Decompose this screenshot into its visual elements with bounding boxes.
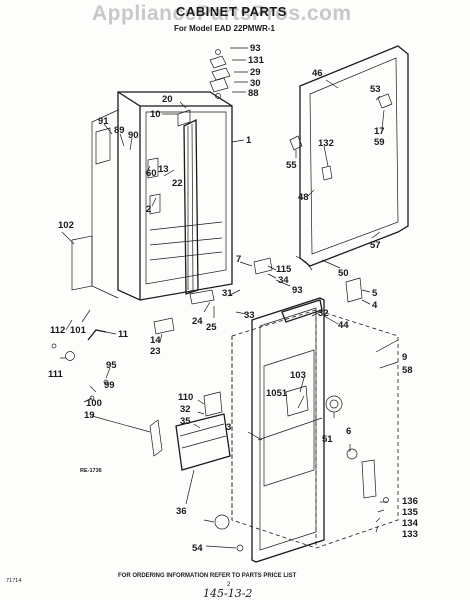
door-assembly [231, 277, 399, 563]
part-label: 95 [106, 360, 117, 371]
part-label: 134 [402, 518, 419, 529]
part-label: 55 [286, 160, 297, 171]
part-label: 5 [372, 288, 378, 299]
part-label: 44 [338, 320, 349, 331]
part-label: 7 [236, 254, 241, 265]
left-code: 71714 [6, 578, 22, 584]
part-label: 58 [402, 365, 413, 376]
part-label: 111 [48, 369, 64, 380]
part-label: 131 [248, 55, 265, 66]
part-label: 25 [206, 322, 217, 333]
part-label: 89 [114, 125, 125, 136]
part-label: 99 [104, 380, 115, 391]
part-label: 132 [318, 138, 334, 149]
watermark: AppliancePartsPros.com [92, 2, 352, 25]
page-number: 2 [227, 582, 231, 588]
part-label: 50 [338, 268, 349, 279]
part-label: 115 [276, 264, 292, 275]
part-label: 36 [176, 506, 187, 517]
ordering-note: FOR ORDERING INFORMATION REFER TO PARTS … [118, 573, 297, 579]
part-label: 14 [150, 335, 161, 346]
handwritten-note: 145-13-2 [203, 587, 253, 600]
part-label: 1 [246, 135, 252, 146]
part-label: 54 [192, 543, 203, 554]
part-label: 17 [374, 126, 385, 137]
part-label: 102 [58, 220, 74, 231]
part-label: 30 [250, 78, 261, 89]
part-label: 59 [374, 137, 385, 148]
part-label: 57 [370, 240, 381, 251]
door-gasket [289, 45, 409, 271]
part-label: 24 [192, 316, 203, 327]
part-label: 91 [98, 116, 109, 127]
part-label: 6 [346, 426, 351, 437]
diagram-code: RE-1736 [80, 468, 102, 474]
part-label: 90 [128, 130, 139, 141]
part-label: 31 [222, 288, 233, 299]
part-label: 22 [172, 178, 183, 189]
part-label: 46 [312, 68, 323, 79]
cabinet-shell [51, 49, 233, 361]
part-label: 29 [250, 67, 261, 78]
part-label: 32 [318, 308, 329, 319]
part-label: 53 [370, 84, 381, 95]
part-label: 110 [178, 392, 193, 403]
part-label: 34 [278, 275, 289, 286]
part-label: 9 [402, 352, 407, 363]
part-label: 135 [402, 507, 419, 518]
lower-left-parts [89, 257, 273, 552]
part-label: 33 [244, 310, 255, 321]
part-label: 100 [86, 398, 102, 409]
part-label: 4 [372, 300, 378, 311]
part-label: 136 [402, 496, 418, 507]
part-label: 101 [70, 325, 87, 336]
part-label: 2 [146, 204, 151, 215]
part-labels: 93 131 29 30 88 20 10 1 91 89 90 60 13 2… [48, 43, 419, 554]
leader-lines [60, 47, 399, 549]
part-label: 11 [118, 329, 129, 340]
part-label: 32 [180, 404, 191, 415]
part-label: 1051 [266, 388, 288, 399]
part-label: 3 [226, 422, 231, 433]
part-label: 20 [162, 94, 173, 105]
part-label: 10 [150, 109, 161, 120]
part-label: 35 [180, 416, 191, 427]
part-label: 60 [146, 168, 157, 179]
part-label: 93 [250, 43, 261, 54]
model-subtitle: For Model EAD 22PMWR-1 [174, 24, 275, 33]
part-label: 88 [248, 88, 259, 99]
part-label: 13 [158, 164, 169, 175]
part-label: 23 [150, 346, 161, 357]
page-title: CABINET PARTS [176, 4, 287, 19]
part-label: 133 [402, 529, 418, 540]
part-label: 93 [292, 285, 303, 296]
part-label: 112 [50, 325, 65, 336]
part-label: 51 [322, 434, 333, 445]
part-label: 48 [298, 192, 309, 203]
part-label: 103 [290, 370, 306, 381]
part-label: 19 [84, 410, 95, 421]
